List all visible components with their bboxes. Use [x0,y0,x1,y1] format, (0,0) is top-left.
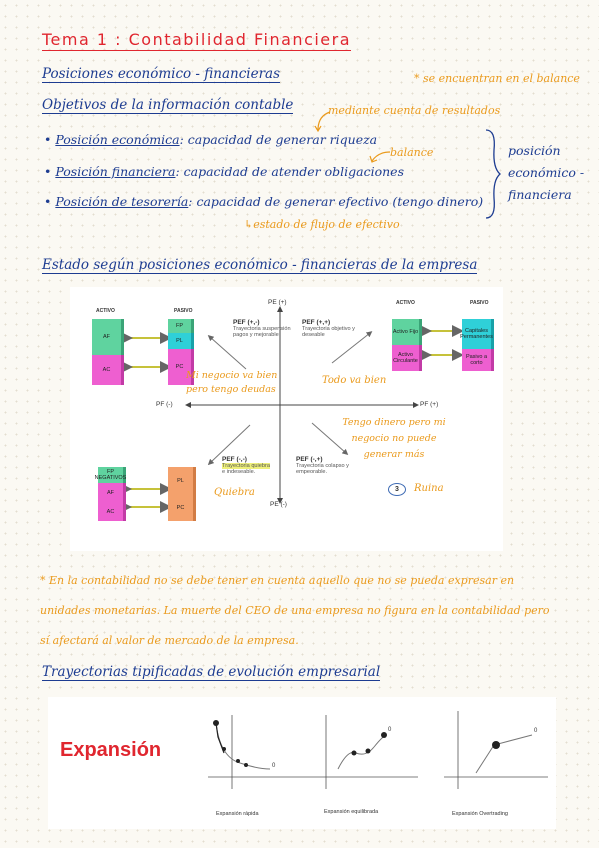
brace-icon [485,129,501,219]
chart-point [365,748,371,754]
chart2-caption: Expansión equilibrada [324,809,379,815]
note-results: mediante cuenta de resultados [328,104,501,117]
section1-heading-text: Posiciones económico - financieras [42,66,281,83]
axis-left-label: PF (-) [156,401,173,408]
section1-heading: Posiciones económico - financieras [42,66,281,83]
quadrant-tl-title: PEF (+,-) [233,319,260,326]
trajectory-badge: 3 [388,483,406,496]
diagram-axes [120,306,464,513]
quadrant-bl-title: PEF (-,-) [222,456,247,463]
objective-item-financiera: • Posición financiera: capacidad de aten… [44,164,404,179]
tr-cp-block: Capitales Permanentes [460,319,494,349]
item-text: : capacidad de atender obligaciones [175,164,404,179]
section2-heading: Estado según posiciones económico - fina… [42,257,478,274]
page-title: Tema 1 : Contabilidad Financiera [42,30,352,51]
chart-point [213,720,219,726]
quadrant-bl: PEF (-,-) Trayectoria quiebra e indeseab… [222,456,280,476]
trajectory-charts [208,711,548,789]
tl-pl-block: PL [168,333,194,349]
tl-fp-block: FP [168,319,194,333]
hw-note-ruin: Ruina [414,483,444,494]
section3-heading: Trayectorias tipificadas de evolución em… [42,664,381,681]
section3-heading-text: Trayectorias tipificadas de evolución em… [42,664,381,681]
tr-af-block: Activo Fijo [392,319,422,345]
bl-pl-block: PL [168,467,196,495]
item-label: Posición financiera [55,164,176,179]
section1-subheading: Objetivos de la información contable [42,97,294,114]
chart-point [492,741,500,749]
hw-note-tr: Todo va bien [322,375,387,386]
quadrant-br-desc: Trayectoria colapso y empeorable. [296,463,349,476]
chart-point [381,732,387,738]
note-bottom: * En la contabilidad no se debe tener en… [40,574,550,647]
section1-subheading-text: Objetivos de la información contable [42,97,294,114]
tr-pc-block: Pasivo a corto [462,349,494,371]
chart1-caption: Expansión rápida [216,811,259,817]
note-flow-text: estado de flujo de efectivo [253,218,400,231]
tl-ac-block: AC [92,355,124,385]
quadrant-tr-title: PEF (+,+) [302,319,331,326]
quadrant-tr: PEF (+,+) Trayectoria objetivo y deseabl… [302,319,364,339]
tr-activo-label: ACTIVO [396,300,415,306]
item-text: : capacidad de generar efectivo (tengo d… [188,194,484,209]
item-label: Posición económica [55,132,180,147]
chart3-caption: Expansión Overtrading [452,811,508,817]
chart-point [222,747,226,751]
chart2-end-label: 0 [388,727,392,733]
brace-label: posición económico - financiera [508,143,585,202]
arrow-results-icon [314,111,331,133]
axis-top-label: PE (+) [268,299,287,306]
bullet-icon: • [44,194,52,209]
bullet-icon: • [44,132,52,147]
trajectory-panel-title: Expansión [60,739,162,761]
page-title-text: Tema 1 : Contabilidad Financiera [42,30,352,49]
tl-af-block: AF [92,319,124,355]
bl-ac-block: AC [98,503,126,521]
bl-pc-block: PC [168,495,196,521]
tr-ac-block: Activo Circulante [392,345,422,371]
tl-pasivo-label: PASIVO [174,308,193,314]
tl-activo-label: ACTIVO [96,308,115,314]
objective-item-economica: • Posición económica: capacidad de gener… [44,132,377,147]
bl-af-block: AF [98,483,126,503]
quadrant-br-title: PEF (-,+) [296,456,323,463]
quadrant-bl-desc-highlight: Trayectoria quiebra [222,463,270,469]
note-top: * se encuentran en el balance [414,72,580,85]
chart3-end-label: 0 [534,728,538,734]
title-underline [42,50,352,51]
chart-point [351,750,357,756]
quadrant-bl-desc: e indeseable. [222,469,256,476]
axis-bottom-label: PE (-) [270,501,287,508]
chart-expansion-rapida [208,715,310,789]
chart-expansion-overtrading [444,711,548,789]
chart-point [236,759,240,763]
chart-expansion-equilibrada [310,715,418,789]
quadrant-tl-desc: Trayectoria suspensión pagos y mejorable [233,326,291,339]
item-text: : capacidad de generar riqueza [179,132,378,147]
bullet-icon: • [44,164,52,179]
tl-pc-block: PC [168,349,194,385]
chart-point [244,763,248,767]
objective-item-tesoreria: • Posición de tesorería: capacidad de ge… [44,194,483,209]
arrow-flow-icon: ↳ [244,218,254,231]
note-flow: ↳estado de flujo de efectivo [244,218,400,231]
quadrant-tr-desc: Trayectoria objetivo y deseable [302,326,355,339]
item-label: Posición de tesorería [55,194,189,209]
hw-note-tl: Mi negocio va bien pero tengo deudas [186,370,278,395]
axis-right-label: PF (+) [420,401,439,408]
trajectory-panel: Expansión 0 0 0 [48,697,556,829]
arrow-balance-icon [369,151,391,163]
note-balance: balance [390,146,434,159]
quadrant-br: PEF (-,+) Trayectoria colapso y empeorab… [296,456,352,476]
chart1-end-label: 0 [272,763,276,769]
quadrant-tl: PEF (+,-) Trayectoria suspensión pagos y… [233,319,293,339]
section2-heading-text: Estado según posiciones económico - fina… [42,257,478,274]
bl-fp-block: FP NEGATIVOS [94,467,127,483]
hw-note-bl: Quiebra [214,487,255,498]
hw-note-br: Tengo dinero pero mi negocio no puede ge… [342,417,446,460]
position-diagram: PE (+) PE (-) PF (-) PF (+) PEF (+,-) Tr… [70,287,503,551]
tr-pasivo-label: PASIVO [470,300,489,306]
